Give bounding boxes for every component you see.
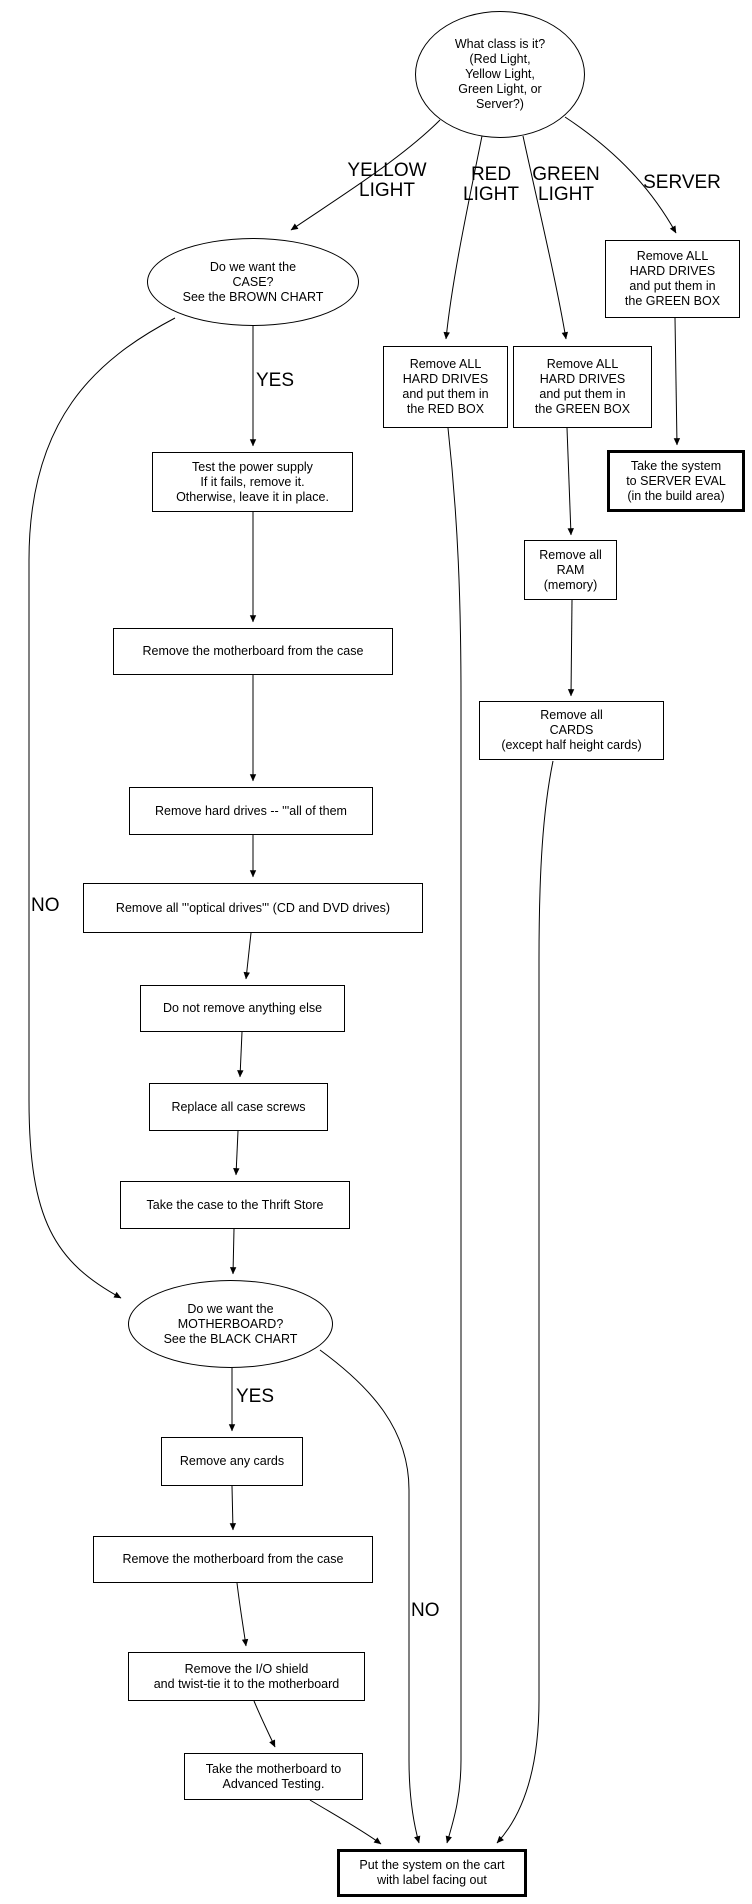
- edge-optical-dontremove: [243, 932, 252, 980]
- edge-advtesting-cart: [309, 1799, 382, 1845]
- node-cart: Put the system on the cart with label fa…: [337, 1849, 527, 1897]
- node-advanced-testing: Take the motherboard to Advanced Testing…: [184, 1753, 363, 1800]
- edge-label-green-light: GREEN LIGHT: [532, 164, 600, 205]
- edge-start-case: [290, 119, 441, 231]
- edge-start-redbox: [443, 135, 483, 340]
- edge-start-greenbox: [522, 135, 569, 340]
- edge-label-case-yes: YES: [256, 370, 295, 391]
- node-start: What class is it? (Red Light, Yellow Lig…: [415, 11, 585, 138]
- edge-thrift-motherboardq: [229, 1228, 237, 1275]
- node-dont-remove: Do not remove anything else: [140, 985, 345, 1032]
- edge-dontremove-screws: [237, 1031, 244, 1078]
- edge-motherboard2-ioshield: [236, 1582, 249, 1647]
- node-remove-motherboard-2: Remove the motherboard from the case: [93, 1536, 373, 1583]
- node-remove-hard-drives: Remove hard drives -- '''all of them: [129, 787, 373, 835]
- node-case-question: Do we want the CASE? See the BROWN CHART: [147, 238, 359, 326]
- edge-ioshield-advtesting: [253, 1700, 276, 1748]
- edge-screws-thrift: [233, 1130, 240, 1176]
- edge-label-yellow-light: YELLOW LIGHT: [347, 160, 427, 201]
- node-server-eval: Take the system to SERVER EVAL (in the b…: [607, 450, 745, 512]
- edge-label-motherboard-yes: YES: [236, 1386, 275, 1407]
- edge-cards-cart: [496, 760, 554, 1844]
- node-remove-any-cards: Remove any cards: [161, 1437, 303, 1486]
- node-remove-ram: Remove all RAM (memory): [524, 540, 617, 600]
- edge-label-motherboard-no: NO: [411, 1600, 440, 1621]
- edge-start-serverbox: [564, 116, 677, 234]
- edge-case-motherboard-no: [28, 317, 176, 1299]
- node-red-box: Remove ALL HARD DRIVES and put them in t…: [383, 346, 508, 428]
- edge-motherboardq-cart-no: [319, 1349, 421, 1844]
- node-remove-optical: Remove all '''optical drives''' (CD and …: [83, 883, 423, 933]
- edge-label-server: SERVER: [643, 172, 721, 193]
- edge-label-case-no: NO: [31, 895, 60, 916]
- edge-label-red-light: RED LIGHT: [463, 164, 519, 205]
- edge-ram-cards: [567, 599, 575, 697]
- node-motherboard-question: Do we want the MOTHERBOARD? See the BLAC…: [128, 1280, 333, 1368]
- edge-greenbox-ram: [566, 427, 574, 536]
- node-thrift-store: Take the case to the Thrift Store: [120, 1181, 350, 1229]
- edge-anycards-motherboard2: [229, 1485, 237, 1531]
- node-io-shield: Remove the I/O shield and twist-tie it t…: [128, 1652, 365, 1701]
- node-server-box: Remove ALL HARD DRIVES and put them in t…: [605, 240, 740, 318]
- node-green-box: Remove ALL HARD DRIVES and put them in t…: [513, 346, 652, 428]
- edge-serverbox-servereval: [673, 317, 681, 446]
- node-replace-screws: Replace all case screws: [149, 1083, 328, 1131]
- edge-redbox-cart: [445, 427, 462, 1844]
- node-test-psu: Test the power supply If it fails, remov…: [152, 452, 353, 512]
- node-remove-motherboard-1: Remove the motherboard from the case: [113, 628, 393, 675]
- node-remove-cards: Remove all CARDS (except half height car…: [479, 701, 664, 760]
